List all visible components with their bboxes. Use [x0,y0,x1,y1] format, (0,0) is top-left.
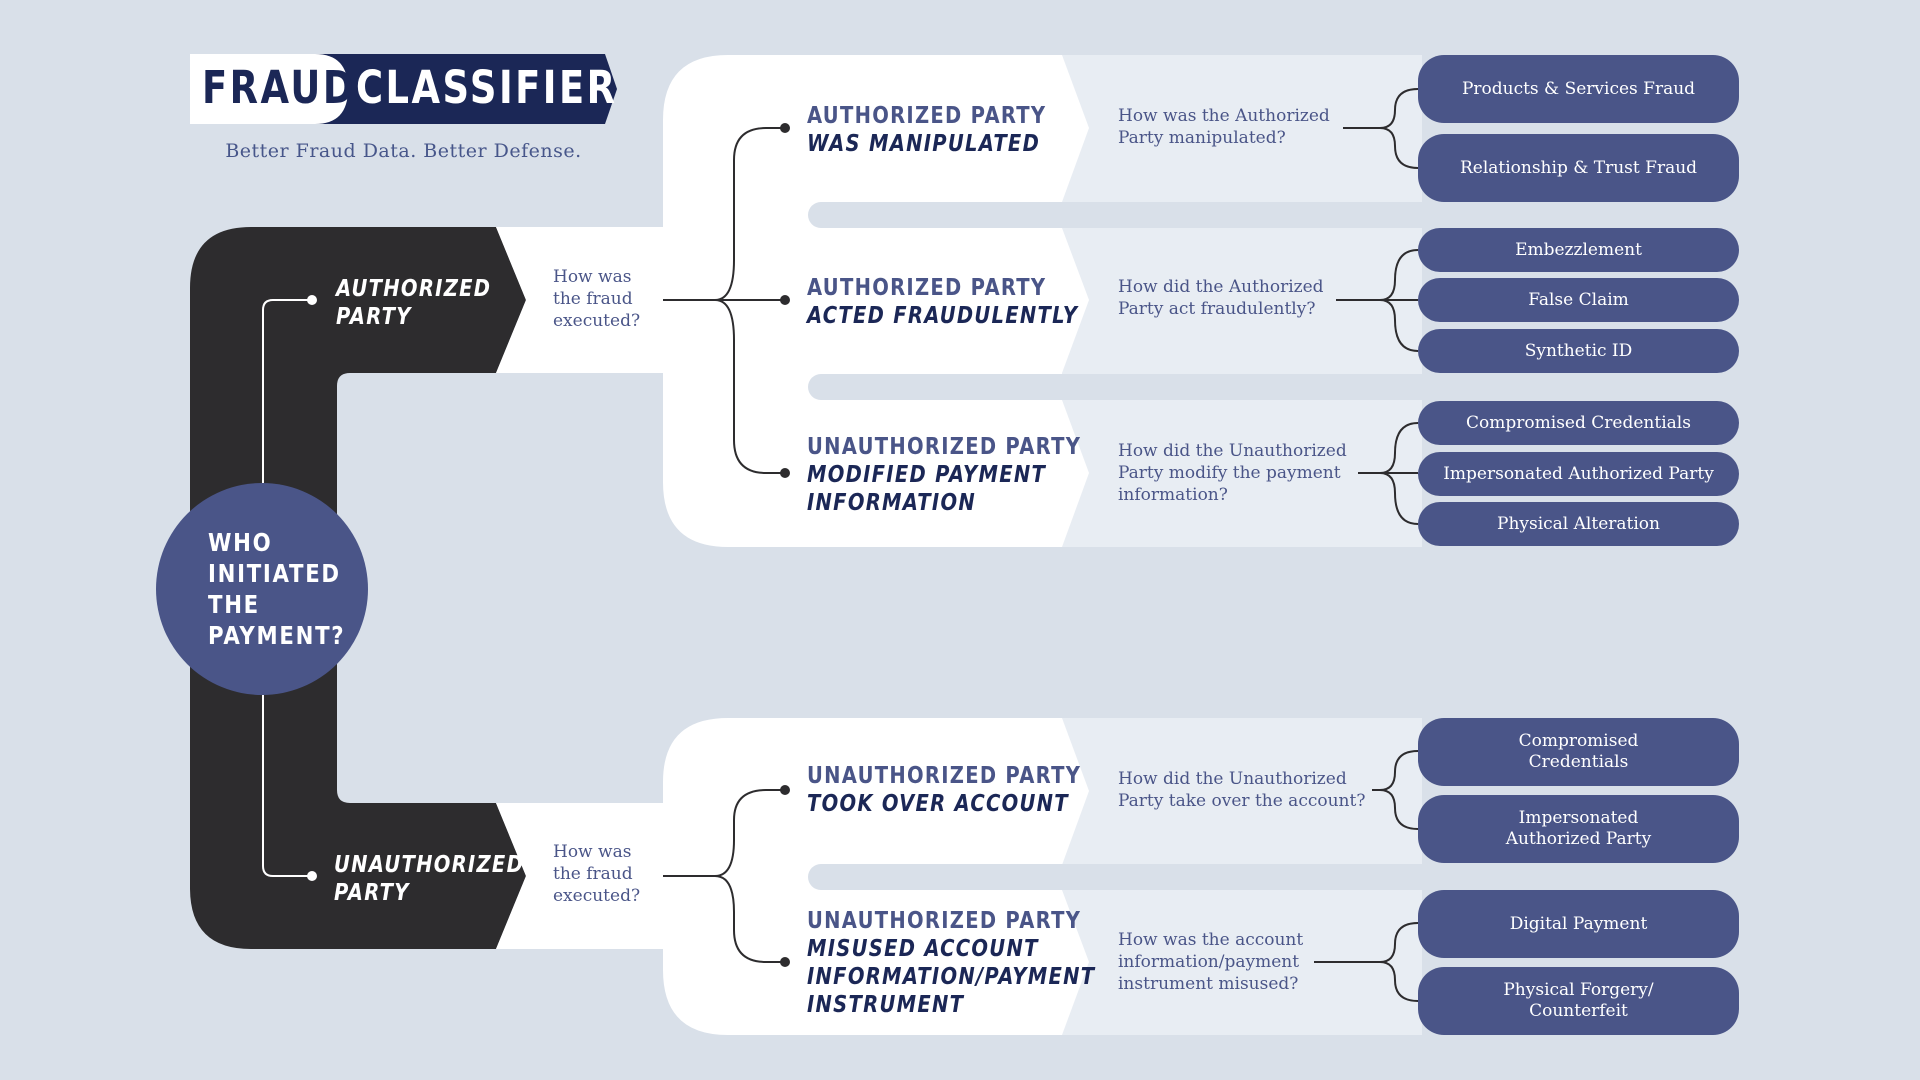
dark-bracket [190,227,526,949]
root-dot-bottom [307,871,317,881]
branch-unauthorized-question: How was the fraud executed? [553,842,641,906]
logo-word-classifier: CLASSIFIER [356,61,618,114]
category-subtitle: WAS MANIPULATED [807,131,1041,157]
category-unauthorized-misused: UNAUTHORIZED PARTY MISUSED ACCOUNT INFOR… [807,907,1095,1019]
category-title: UNAUTHORIZED PARTY [807,908,1082,934]
type-pill[interactable]: Physical Alteration [1418,502,1739,546]
tagline: Better Fraud Data. Better Defense. [225,140,582,162]
category-unauthorized-modified: UNAUTHORIZED PARTY MODIFIED PAYMENT INFO… [807,433,1081,517]
lower-connectors [663,750,1419,1002]
type-pill[interactable]: False Claim [1418,278,1739,322]
upper-separator-1 [808,202,1638,228]
type-pill[interactable]: Relationship & Trust Fraud [1418,134,1739,202]
upper-dot-3 [780,468,790,478]
root-question-node: WHO INITIATED THE PAYMENT? [156,483,368,695]
category-subtitle: ACTED FRAUDULENTLY [807,303,1079,329]
type-pill[interactable]: Embezzlement [1418,228,1739,272]
type-pill[interactable]: Products & Services Fraud [1418,55,1739,123]
type-pill[interactable]: Impersonated Authorized Party [1418,452,1739,496]
type-pill[interactable]: Compromised Credentials [1418,718,1739,786]
upper-dot-2 [780,295,790,305]
lower-panel [496,718,1062,1035]
category-unauthorized-takeover: UNAUTHORIZED PARTY TOOK OVER ACCOUNT [807,762,1081,818]
root-dot-top [307,295,317,305]
logo-white-shape [190,54,348,124]
category-title: UNAUTHORIZED PARTY [807,763,1082,789]
category-authorized-manipulated: AUTHORIZED PARTY WAS MANIPULATED [807,102,1046,158]
type-pill[interactable]: Compromised Credentials [1418,401,1739,445]
category-title: UNAUTHORIZED PARTY [807,434,1082,460]
root-connectors [262,299,310,877]
upper-chevron-3 [1062,400,1089,547]
branch-authorized-question: How was the fraud executed? [553,267,641,331]
lower-chevron-1 [1062,718,1089,865]
type-pill[interactable]: Digital Payment [1418,890,1739,958]
subquestion-fraudulent: How did the Authorized Party act fraudul… [1118,277,1324,319]
category-subtitle: MISUSED ACCOUNT INFORMATION/PAYMENT INST… [807,936,1096,1018]
type-pill[interactable]: Impersonated Authorized Party [1418,795,1739,863]
category-title: AUTHORIZED PARTY [807,275,1047,301]
upper-dot-1 [780,123,790,133]
root-question: WHO INITIATED THE PAYMENT? [208,528,346,650]
lower-chevron-2 [1062,890,1089,1035]
upper-separator-2 [808,374,1638,400]
branch-authorized-label: AUTHORIZED PARTY [336,276,492,330]
logo-word-fraud: FRAUD [202,61,356,114]
type-pill[interactable]: Physical Forgery/ Counterfeit [1418,967,1739,1035]
branch-unauthorized-label: UNAUTHORIZED PARTY [334,852,525,906]
category-subtitle: TOOK OVER ACCOUNT [807,791,1069,817]
subquestion-manipulated: How was the Authorized Party manipulated… [1118,106,1330,148]
category-authorized-fraudulent: AUTHORIZED PARTY ACTED FRAUDULENTLY [807,274,1078,330]
upper-chevron-1 [1062,55,1089,202]
lower-dot-2 [780,957,790,967]
upper-chevron-2 [1062,228,1089,373]
lower-dot-1 [780,785,790,795]
category-title: AUTHORIZED PARTY [807,103,1047,129]
subquestion-misused: How was the account information/payment … [1118,930,1304,994]
type-pill[interactable]: Synthetic ID [1418,329,1739,373]
subquestion-takeover: How did the Unauthorized Party take over… [1118,769,1366,811]
subquestion-modified: How did the Unauthorized Party modify th… [1118,441,1347,505]
category-subtitle: MODIFIED PAYMENT INFORMATION [807,462,1047,516]
upper-connectors [663,88,1419,525]
lower-separator [808,864,1638,890]
